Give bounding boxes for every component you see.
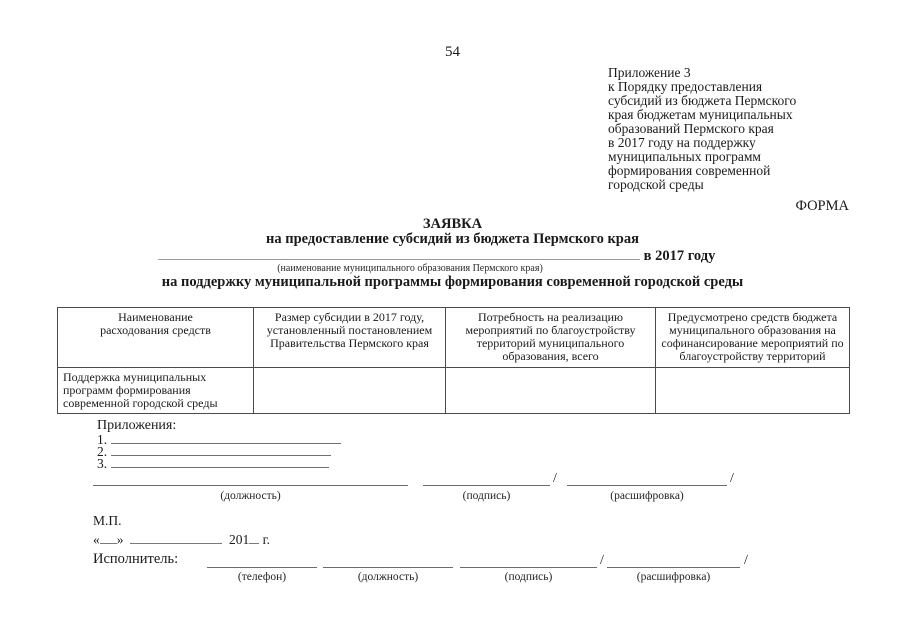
executor-label: Исполнитель: (93, 551, 179, 567)
month-blank-line (130, 531, 223, 544)
slash-separator: / (600, 553, 604, 568)
form-title: ЗАЯВКА (422, 216, 483, 232)
table-header-subsidy-size: Размер субсидии в 2017 году, установленн… (253, 307, 446, 368)
appendix-note: Приложение 3 к Порядку предоставления су… (608, 66, 858, 192)
stamp-label: М.П. (93, 513, 122, 528)
day-blank-line (99, 531, 117, 544)
appendix-line: муниципальных программ (608, 149, 761, 164)
date-row: « » 201 г. (93, 531, 270, 548)
municipality-blank-row: в 2017 году (158, 246, 715, 265)
form-label: ФОРМА (795, 198, 849, 214)
table-header-need: Потребность на реализацию мероприятий по… (445, 307, 656, 368)
appendix-line: к Порядку предоставления (608, 79, 763, 94)
executor-signature-blank-line (460, 552, 597, 568)
table-header-expense-name: Наименование расходования средств (57, 307, 254, 368)
executor-phone-blank-line (207, 552, 317, 568)
attachment-blank-line (111, 457, 329, 468)
form-subtitle: на предоставление субсидий из бюджета Пе… (266, 231, 639, 247)
attachment-item: 2. (97, 444, 341, 459)
table-cell-expense-name: Поддержка муниципальных программ формиро… (57, 367, 254, 414)
executor-position-field-label: (должность) (357, 571, 419, 583)
subsidy-table: Наименование расходования средств Размер… (57, 307, 850, 414)
year-prefix: 201 (229, 532, 250, 547)
slash-separator: / (730, 471, 734, 486)
table-cell-subsidy-size (253, 367, 446, 414)
appendix-line: края бюджетам муниципальных (608, 107, 793, 122)
attachment-item: 3. (97, 456, 341, 471)
year-tail: г. (262, 532, 271, 547)
attachments-block: Приложения: 1. 2. 3. (97, 418, 341, 471)
appendix-line: образований Пермского края (608, 121, 774, 136)
attachment-number: 1. (97, 432, 108, 447)
slash-separator: / (553, 471, 557, 486)
executor-transcript-field-label: (расшифровка) (636, 571, 711, 583)
municipality-blank-line (158, 246, 640, 260)
position-blank-line (93, 470, 408, 486)
table-cell-cofinancing (655, 367, 850, 414)
executor-position-blank-line (323, 552, 453, 568)
executor-signature-field-label: (подпись) (504, 571, 553, 583)
appendix-line: формирования современной (608, 163, 771, 178)
close-quote: » (116, 532, 124, 547)
appendix-line: Приложение 3 (608, 65, 691, 80)
table-row: Поддержка муниципальных программ формиро… (57, 367, 850, 414)
table-header-row: Наименование расходования средств Размер… (57, 307, 850, 368)
executor-phone-field-label: (телефон) (237, 571, 287, 583)
attachment-number: 3. (97, 456, 108, 471)
signature-blank-line (423, 470, 550, 486)
position-field-label: (должность) (220, 490, 281, 502)
executor-transcript-blank-line (607, 552, 740, 568)
table-header-cofinancing: Предусмотрено средств бюджета муниципаль… (655, 307, 850, 368)
attachment-item: 1. (97, 432, 341, 447)
attachments-label: Приложения: (97, 418, 177, 433)
appendix-line: городской среды (608, 177, 704, 192)
open-quote: « (93, 532, 100, 547)
signature-field-label: (подпись) (462, 490, 511, 502)
slash-separator: / (744, 553, 748, 568)
form-subject: на поддержку муниципальной программы фор… (161, 274, 744, 290)
page-number: 54 (445, 44, 460, 60)
attachment-number: 2. (97, 444, 108, 459)
appendix-line: в 2017 году на поддержку (608, 135, 756, 150)
appendix-line: субсидий из бюджета Пермского (608, 93, 797, 108)
transcript-blank-line (567, 470, 727, 486)
blank-caption: (наименование муниципального образования… (277, 263, 543, 274)
table-cell-need (445, 367, 656, 414)
attachment-blank-line (111, 445, 331, 456)
transcript-field-label: (расшифровка) (610, 490, 684, 502)
attachment-blank-line (111, 433, 341, 444)
year-suffix: в 2017 году (643, 248, 716, 264)
year-blank-line (249, 531, 260, 544)
